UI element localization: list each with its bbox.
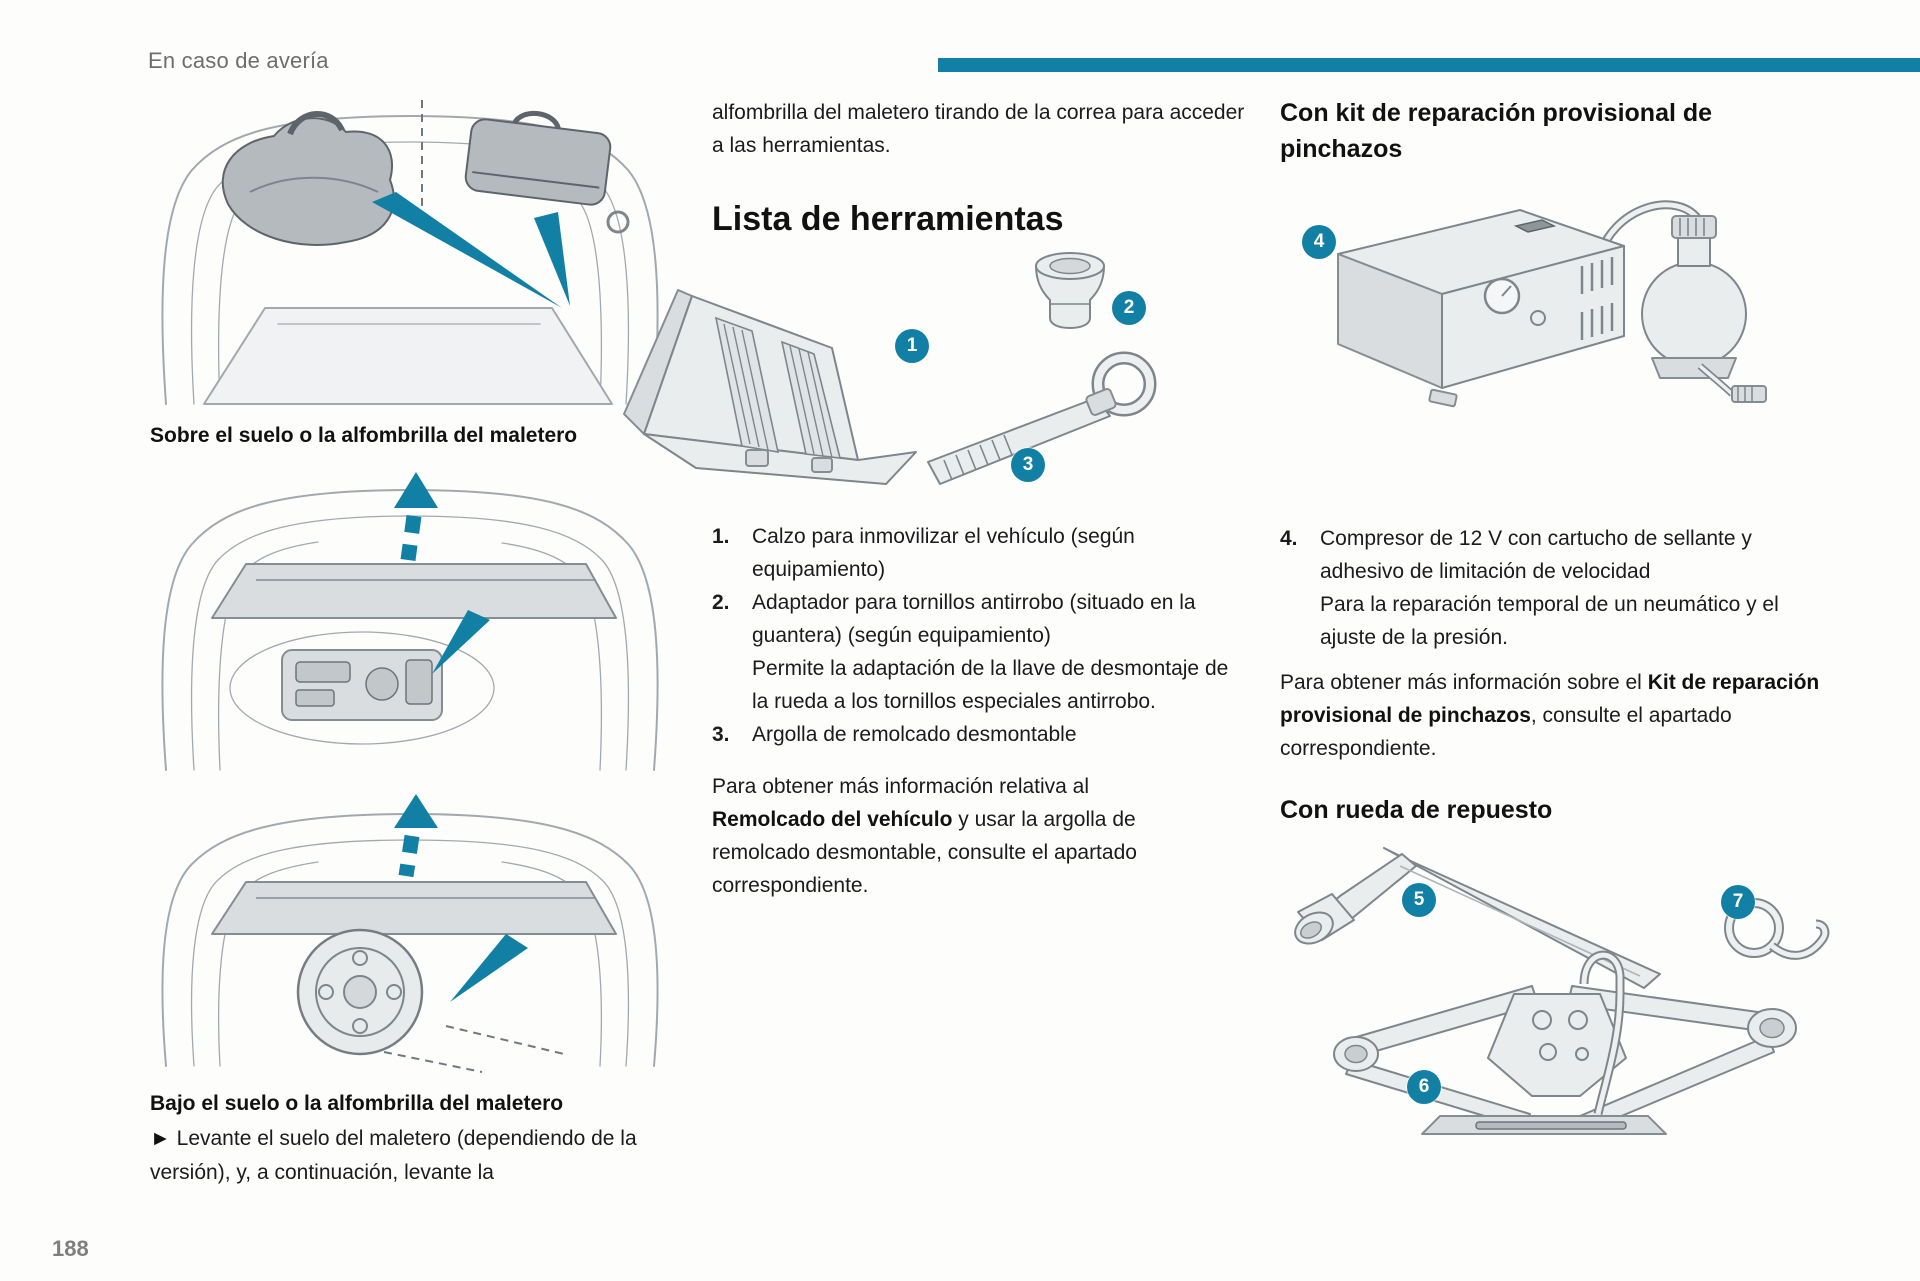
tool-badge-1: 1 — [895, 329, 929, 363]
tool-list-item: 1. Calzo para inmovilizar el vehículo (s… — [712, 520, 1247, 586]
jack-badge-7: 7 — [1721, 885, 1755, 919]
soft-tool-bag — [221, 111, 395, 246]
tool-number: 4. — [1280, 527, 1298, 550]
tools-heading: Lista de herramientas — [712, 200, 1064, 238]
antitheft-socket-adapter — [1035, 252, 1105, 329]
teal-lift-arrow — [394, 794, 438, 878]
header-accent-bar — [938, 58, 1920, 72]
tools-illustration: 1 2 3 — [600, 232, 1180, 504]
teal-pointer-arrow — [432, 610, 490, 674]
page-number: 188 — [52, 1236, 89, 1261]
tool-text: Permite la adaptación de la llave de des… — [752, 657, 1229, 713]
tool-list-item: 3. Argolla de remolcado desmontable — [712, 718, 1247, 751]
tool-number: 3. — [712, 723, 730, 746]
teal-pointer-arrow — [372, 192, 562, 308]
tools-list: 1. Calzo para inmovilizar el vehículo (s… — [712, 520, 1247, 751]
tool-list-item: 2. Adaptador para tornillos antirrobo (s… — [712, 586, 1247, 718]
spare-wheel — [296, 928, 424, 1056]
trunk-floor-lift-illustration — [150, 460, 670, 782]
tool-text: Adaptador para tornillos antirrobo (situ… — [752, 591, 1196, 647]
under-floor-toolbox — [281, 649, 443, 721]
tool-text: Calzo para inmovilizar el vehículo (segú… — [752, 525, 1135, 581]
spare-wheel-heading: Con rueda de repuesto — [1280, 796, 1553, 824]
lift-instruction: ► Levante el suelo del maletero (dependi… — [150, 1122, 695, 1190]
page-header: En caso de avería — [148, 48, 329, 73]
compressor-item: 4. Compresor de 12 V con cartucho de sel… — [1280, 522, 1820, 654]
lift-instruction-text: Levante el suelo del maletero (dependien… — [150, 1127, 637, 1184]
tool-text: Argolla de remolcado desmontable — [752, 723, 1077, 746]
tool-number: 1. — [712, 525, 730, 548]
trunk-spare-wheel-illustration — [150, 786, 670, 1078]
tool-number: 2. — [712, 591, 730, 614]
tool-badge-2: 2 — [1112, 291, 1146, 325]
tool-case-bag — [464, 110, 612, 206]
kit-note-pre: Para obtener más información sobre el — [1280, 671, 1648, 694]
compressor-body — [1337, 209, 1625, 389]
towing-note-post: y usar la argolla de remolcado desmontab… — [712, 808, 1137, 897]
lug-wrench — [1294, 847, 1661, 989]
tool-text: Compresor de 12 V con cartucho de sellan… — [1320, 527, 1752, 583]
kit-note: Para obtener más información sobre el Ki… — [1280, 666, 1835, 765]
scissor-jack — [1333, 950, 1797, 1135]
jack-illustration: 5 6 7 — [1280, 828, 1830, 1150]
kit-note-post: , consulte el apartado correspondiente. — [1280, 704, 1732, 760]
teal-lift-arrow — [394, 472, 438, 562]
cargo-floor-panel — [211, 881, 617, 935]
caption-under-floor: Bajo el suelo o la alfombrilla del malet… — [150, 1092, 564, 1115]
jack-badge-6: 6 — [1407, 1070, 1441, 1104]
towing-note: Para obtener más información relativa al… — [712, 770, 1182, 902]
towing-note-bold: Remolcado del vehículo — [712, 808, 953, 831]
arrow-bullet: ► — [150, 1127, 171, 1150]
intro-paragraph: alfombrilla del maletero tirando de la c… — [712, 101, 1245, 157]
sealant-cartridge — [1641, 215, 1767, 403]
kit-heading: Con kit de reparación provisional de pin… — [1280, 99, 1713, 163]
teal-pointer-arrow — [450, 934, 528, 1002]
caption-over-floor: Sobre el suelo o la alfombrilla del male… — [150, 424, 578, 447]
tool-text: Para la reparación temporal de un neumát… — [1320, 593, 1779, 649]
teal-pointer-arrow — [534, 212, 570, 306]
trunk-bags-illustration — [150, 84, 670, 416]
towing-eye — [927, 351, 1157, 485]
wheel-chock — [623, 289, 917, 485]
jack-badge-5: 5 — [1402, 883, 1436, 917]
towing-note-pre: Para obtener más información relativa al — [712, 775, 1090, 798]
cargo-floor-panel — [211, 563, 617, 619]
tool-badge-3: 3 — [1011, 448, 1045, 482]
compressor-illustration: 4 — [1280, 166, 1780, 432]
kit-badge-4: 4 — [1302, 225, 1336, 259]
kit-note-bold: Kit de reparación provisional de pinchaz… — [1280, 671, 1820, 727]
